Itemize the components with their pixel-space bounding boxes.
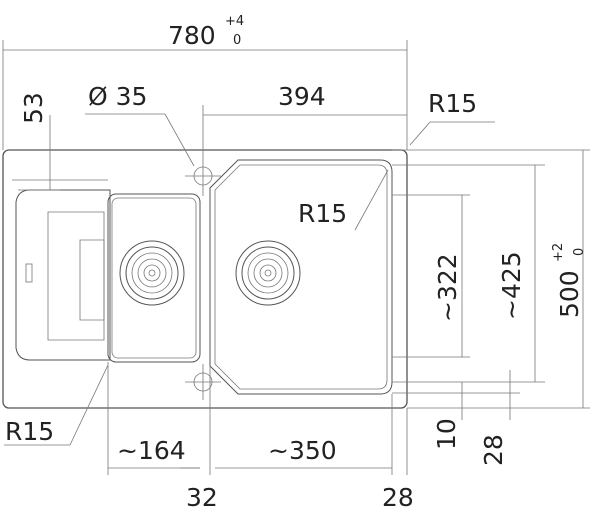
small-bowl-width-label: ~164 <box>117 436 186 465</box>
edge-28-right-label: 28 <box>479 434 508 466</box>
tap-hole-label: Ø 35 <box>88 82 147 111</box>
bowl-width-top-label: 394 <box>278 82 326 111</box>
radius-inner-label: R15 <box>298 199 347 228</box>
total-width-tol-top: +4 <box>225 14 244 29</box>
edge-28-bottom-label: 28 <box>382 483 414 512</box>
edge-10-label: 10 <box>432 418 461 450</box>
tap-hole-top <box>185 158 221 196</box>
drain-left <box>119 240 185 306</box>
radius-left-label: R15 <box>5 417 54 446</box>
main-bowl-width-label: ~350 <box>268 436 337 465</box>
total-width-tol-bottom: 0 <box>233 33 241 48</box>
depth-tol-bottom: 0 <box>572 248 587 256</box>
drain-right <box>235 240 301 306</box>
gap-32-label: 32 <box>186 483 218 512</box>
inner-depth-label: ~425 <box>497 251 526 320</box>
sink-outline <box>2 149 408 409</box>
dimension-lines <box>2 40 590 475</box>
small-bowl <box>107 193 201 363</box>
bowl-depth-label: ~322 <box>433 253 462 322</box>
edge-53-label: 53 <box>19 92 48 124</box>
depth-tol-top: +2 <box>551 243 566 262</box>
tap-hole-bottom <box>185 364 221 400</box>
drainer-area <box>12 179 111 361</box>
radius-outer-label: R15 <box>428 89 477 118</box>
depth-label: 500 <box>555 270 584 318</box>
total-width-label: 780 <box>168 21 216 50</box>
